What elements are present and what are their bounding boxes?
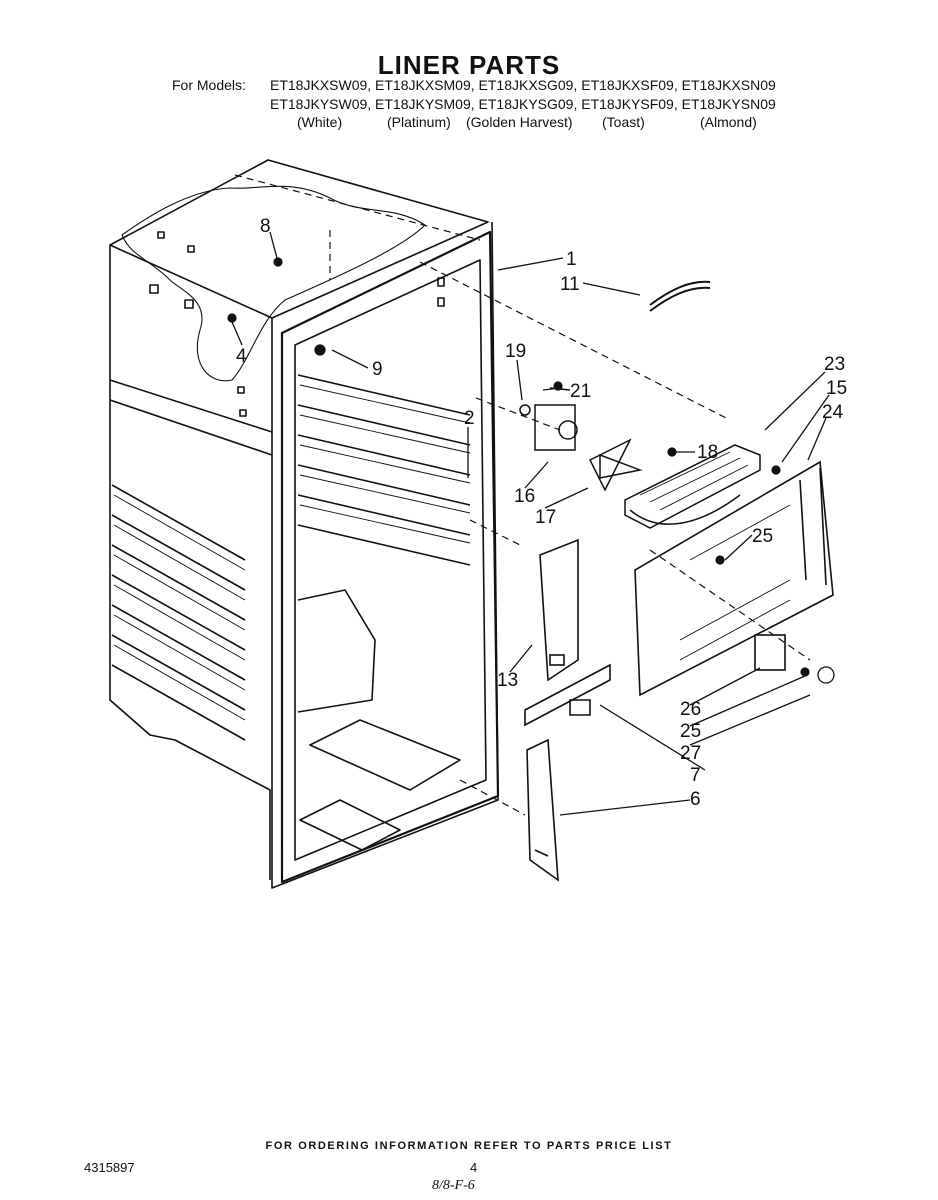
callout-18: 18	[697, 442, 718, 463]
callout-4: 4	[236, 346, 247, 367]
leader-lines	[231, 231, 830, 816]
evaporator-cover	[634, 460, 834, 697]
callout-6: 6	[690, 789, 701, 810]
color-golden-harvest: (Golden Harvest)	[466, 114, 573, 130]
duct-panels	[524, 538, 611, 882]
callout-27: 27	[680, 743, 701, 764]
callout-19: 19	[505, 341, 526, 362]
callout-9: 9	[372, 359, 383, 380]
callout-7: 7	[690, 765, 701, 786]
callout-17: 17	[535, 507, 556, 528]
callout-2: 2	[464, 408, 475, 429]
fan-motor-assembly	[519, 387, 643, 492]
callout-16: 16	[514, 486, 535, 507]
callout-11: 11	[560, 274, 580, 295]
callout-23: 23	[824, 354, 845, 375]
callout-1: 1	[566, 249, 577, 270]
callout-26: 26	[680, 699, 701, 720]
cabinet-liner	[109, 159, 500, 889]
color-platinum: (Platinum)	[387, 114, 451, 130]
color-almond: (Almond)	[700, 114, 757, 130]
callout-25-lower: 25	[680, 721, 701, 742]
model-row-2: ET18JKYSW09, ET18JKYSM09, ET18JKYSG09, E…	[270, 96, 776, 112]
page-title: LINER PARTS	[377, 50, 561, 80]
ordering-note: FOR ORDERING INFORMATION REFER TO PARTS …	[265, 1140, 673, 1152]
callout-15: 15	[826, 378, 847, 399]
color-white: (White)	[297, 114, 343, 130]
handwritten-note: 8/8-F-6	[432, 1178, 475, 1193]
fastener-outline	[817, 666, 835, 684]
callout-24: 24	[822, 402, 844, 423]
color-toast: (Toast)	[602, 114, 645, 130]
part-number: 4315897	[84, 1160, 135, 1175]
models-label: For Models:	[172, 77, 246, 93]
callout-25-upper: 25	[752, 526, 773, 547]
air-diffuser	[624, 444, 761, 529]
drain-tube	[649, 280, 711, 312]
callout-labels: 1 11 8 4 9 2 19 21 23 15 24 18 16 17 25 …	[236, 216, 847, 810]
callout-8: 8	[260, 216, 271, 237]
callout-13: 13	[497, 670, 518, 691]
callout-21: 21	[570, 381, 591, 402]
page-number: 4	[470, 1160, 478, 1175]
projection-lines	[234, 174, 811, 816]
model-row-1: ET18JKXSW09, ET18JKXSM09, ET18JKXSG09, E…	[270, 77, 776, 93]
